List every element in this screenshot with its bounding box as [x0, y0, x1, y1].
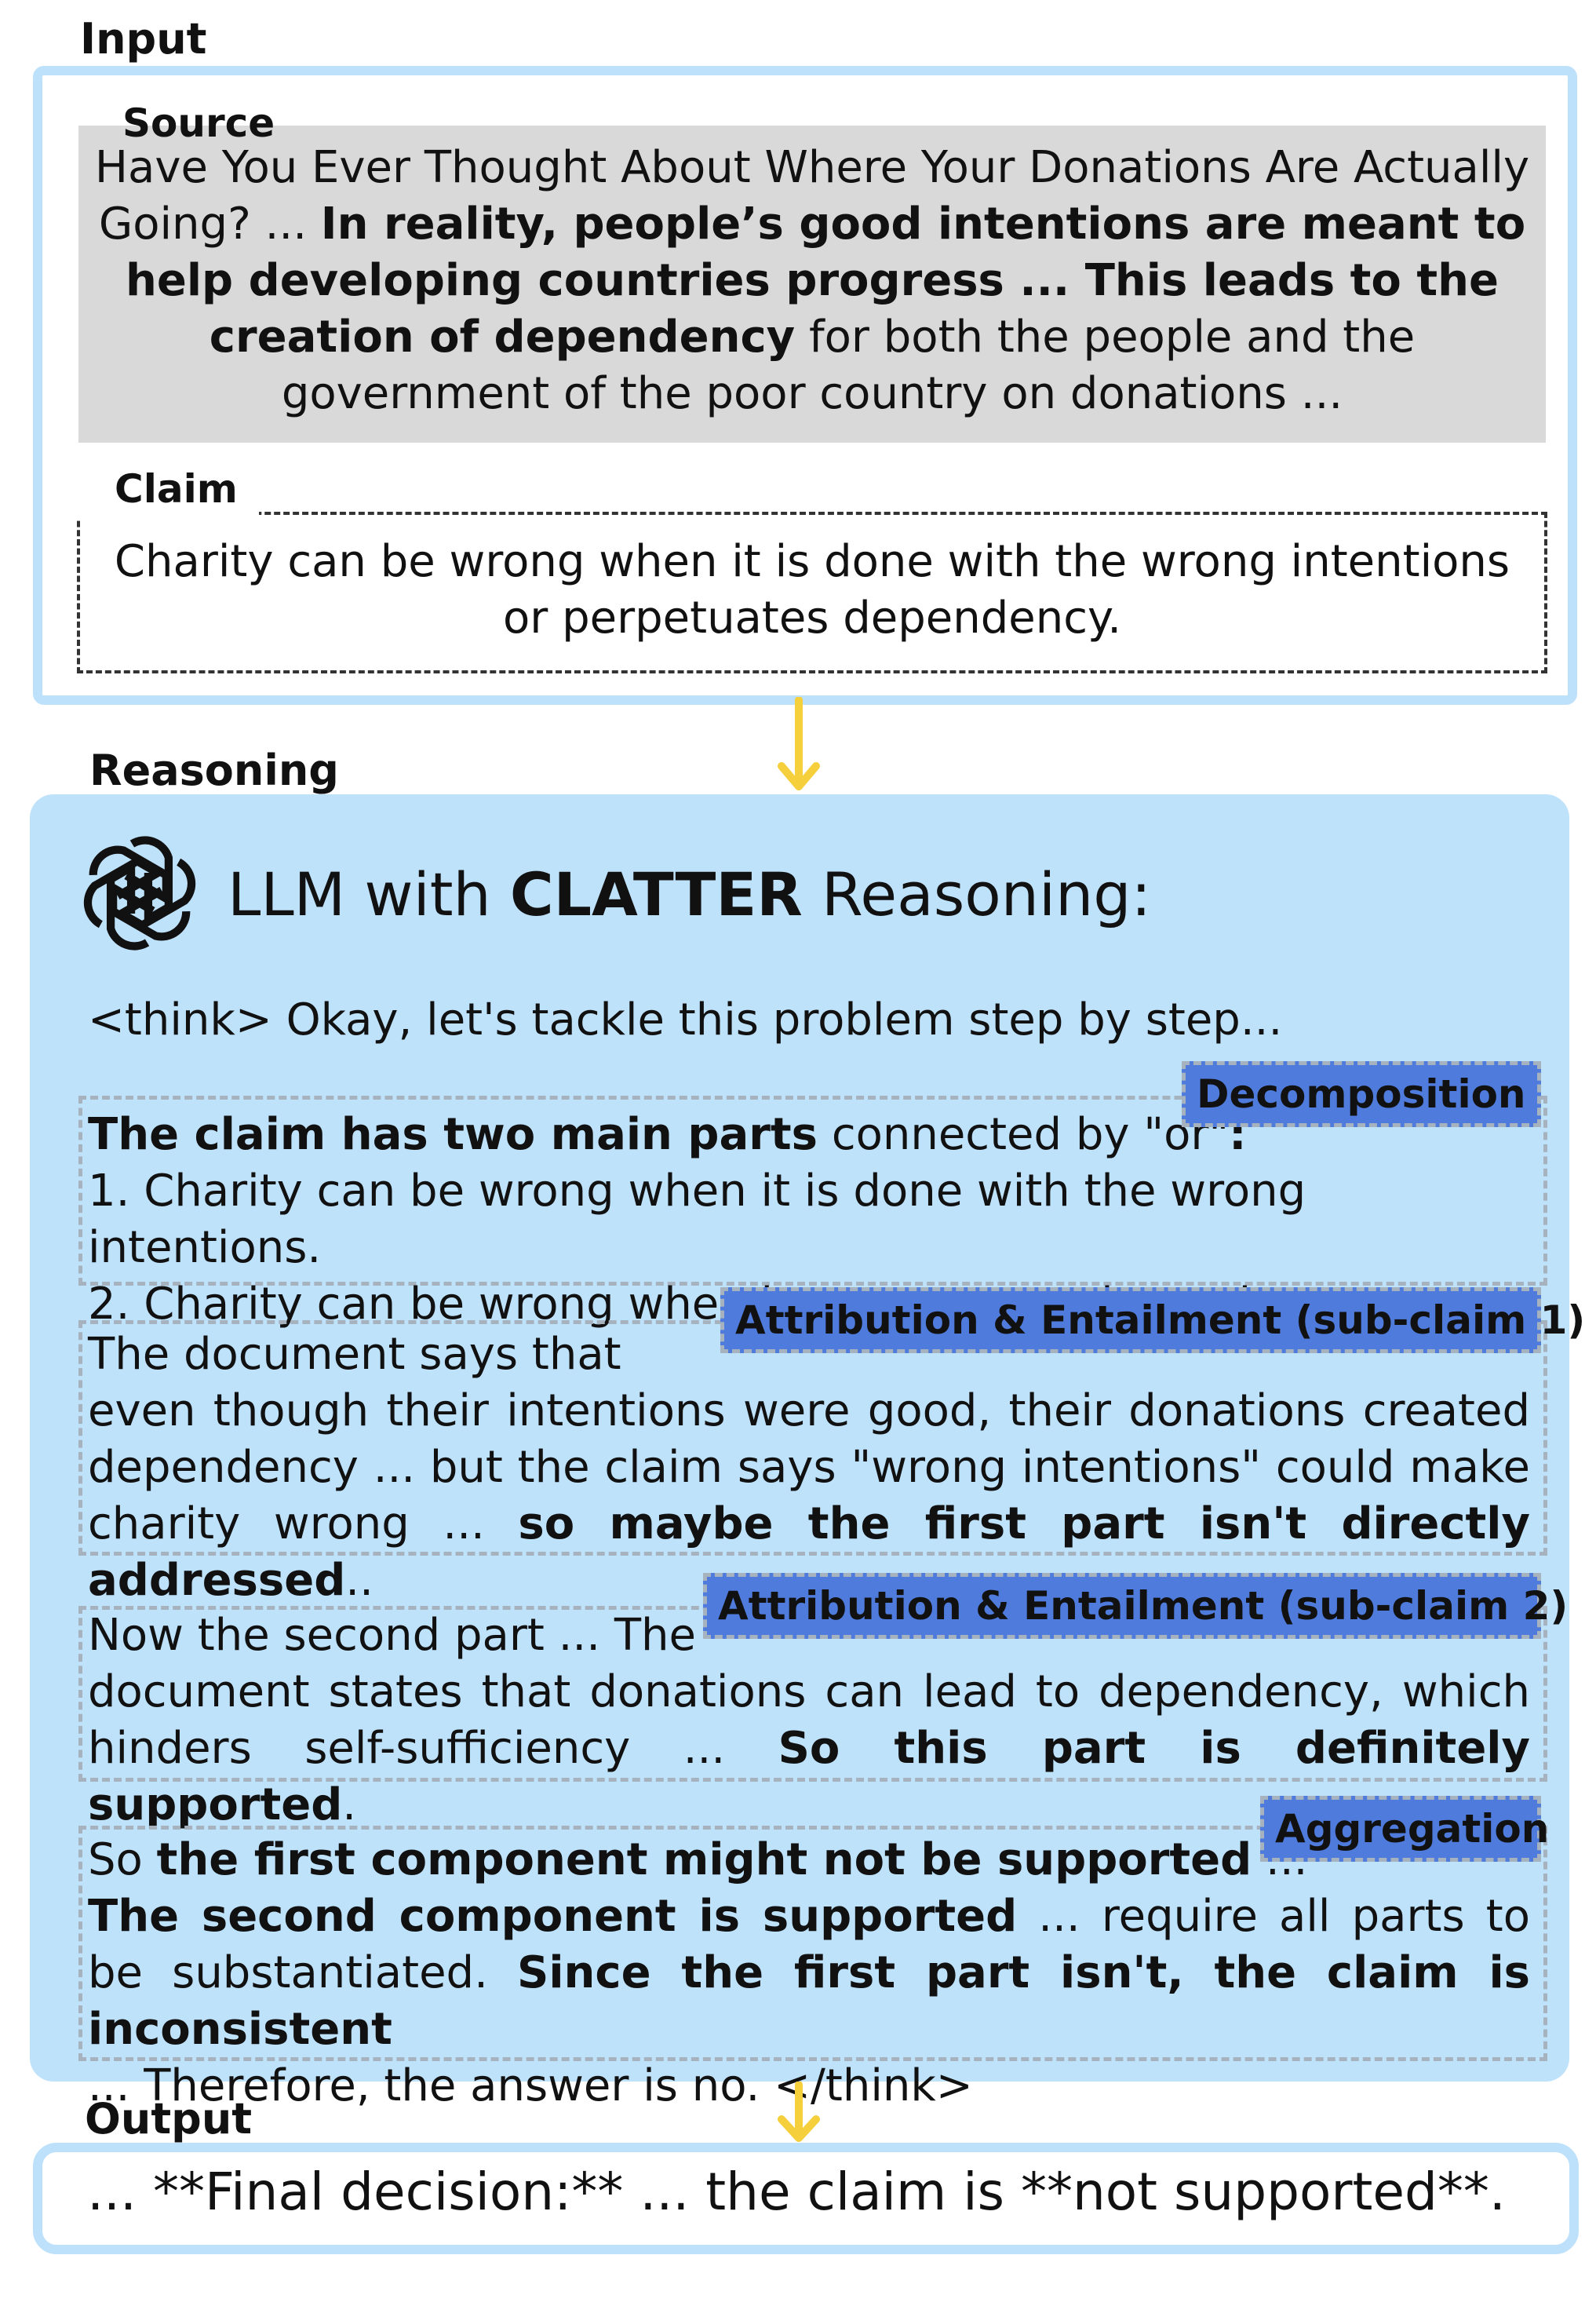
attribution-2-step-text: Now the second part ... The document sta… — [88, 1610, 1531, 1830]
claim-box — [77, 512, 1547, 673]
output-panel — [33, 2143, 1579, 2254]
openai-logo-icon — [75, 836, 204, 958]
source-text: Have You Ever Thought About Where Your D… — [94, 142, 1530, 419]
reasoning-title: LLM with CLATTER Reasoning: — [228, 859, 1152, 929]
aggregation-tag: Aggregation — [1260, 1796, 1549, 1862]
claim-text: Charity can be wrong when it is done wit… — [114, 536, 1510, 644]
arrow-down-icon — [778, 2082, 820, 2142]
attribution-2-tag: Attribution & Entailment (sub-claim 2) — [703, 1573, 1568, 1639]
attribution-1-step-text: The document says that even though their… — [88, 1329, 1530, 1606]
attribution-1-tag: Attribution & Entailment (sub-claim 1) — [720, 1287, 1585, 1353]
aggregation-step-text: So the first component might not be supp… — [88, 1834, 1530, 2111]
arrow-down-icon — [778, 697, 820, 790]
aggregation-step-box — [78, 1826, 1547, 2061]
think-open-line: <think> Okay, let's tackle this problem … — [88, 994, 1283, 1045]
input-label: Input — [80, 14, 207, 64]
source-box — [78, 126, 1546, 443]
output-label: Output — [85, 2094, 253, 2144]
decomposition-step-box — [78, 1096, 1547, 1286]
source-label: Source — [122, 100, 275, 146]
reasoning-panel — [30, 794, 1569, 2082]
decomposition-tag: Decomposition — [1182, 1061, 1541, 1127]
claim-label: Claim — [115, 466, 238, 512]
output-text: ... **Final decision:** ... the claim is… — [87, 2162, 1506, 2222]
reasoning-label: Reasoning — [89, 746, 339, 795]
